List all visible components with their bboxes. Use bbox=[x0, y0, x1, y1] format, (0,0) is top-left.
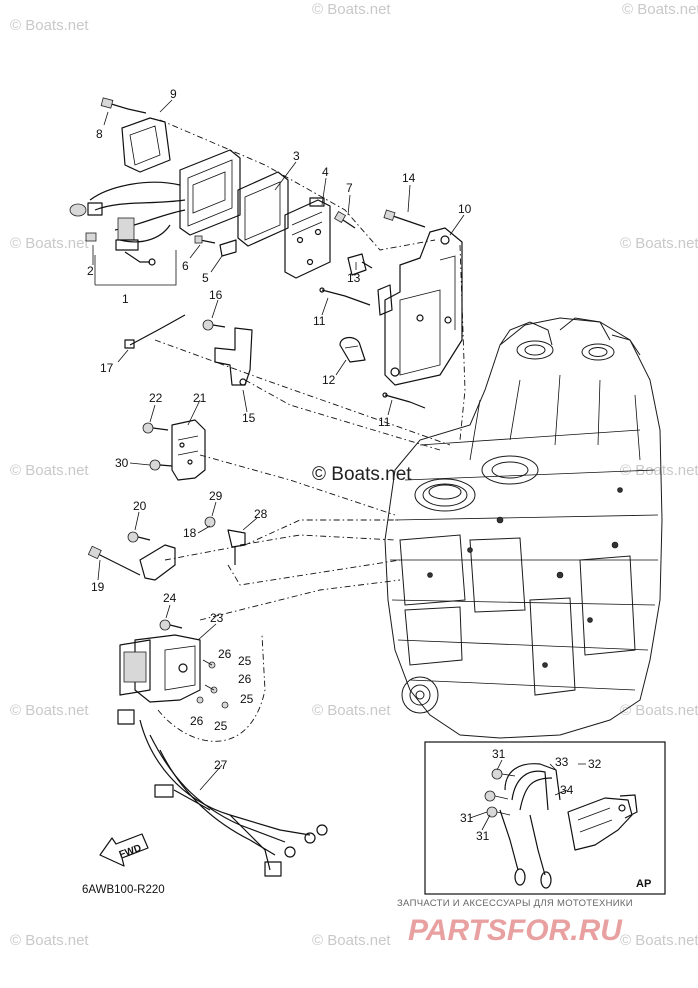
callout-number: 25 bbox=[214, 719, 228, 733]
callout-number: 8 bbox=[96, 127, 103, 141]
watermark: © Boats.net bbox=[10, 462, 89, 479]
watermark: © Boats.net bbox=[312, 1, 391, 18]
inset-label: AP bbox=[636, 878, 651, 890]
callout-number: 15 bbox=[242, 411, 256, 425]
callout-number: 26 bbox=[238, 672, 252, 686]
callout-number: 17 bbox=[100, 361, 114, 375]
callout-number: 30 bbox=[115, 456, 129, 470]
callout-number: 6 bbox=[182, 259, 189, 273]
watermark: © Boats.net bbox=[10, 17, 89, 34]
watermark: © Boats.net bbox=[10, 702, 89, 719]
watermark: © Boats.net bbox=[620, 462, 698, 479]
callout-number: 20 bbox=[133, 499, 147, 513]
inset-ap-panel: 31 33 32 34 31 31 AP bbox=[424, 741, 666, 895]
callout-number: 31 bbox=[492, 747, 506, 761]
watermark: © Boats.net bbox=[312, 702, 391, 719]
callout-number: 27 bbox=[214, 758, 228, 772]
brand-subtitle: ЗАПЧАСТИ И АКСЕССУАРЫ ДЛЯ МОТОТЕХНИКИ bbox=[397, 898, 633, 909]
callout-number: 29 bbox=[209, 489, 223, 503]
callout-number: 2 bbox=[87, 264, 94, 278]
callout-number: 16 bbox=[209, 288, 223, 302]
callout-number: 9 bbox=[170, 87, 177, 101]
callout-number: 13 bbox=[347, 271, 361, 285]
callout-number: 26 bbox=[190, 714, 204, 728]
callout-number: 11 bbox=[313, 314, 326, 328]
callout-number: 7 bbox=[346, 181, 353, 195]
callout-number: 21 bbox=[193, 391, 207, 405]
watermark-layer: © Boats.net © Boats.net © Boats.net © Bo… bbox=[10, 1, 698, 949]
watermark: © Boats.net bbox=[620, 235, 698, 252]
control-unit-assembly bbox=[69, 97, 463, 409]
callout-number: 31 bbox=[476, 829, 490, 843]
callout-number: 5 bbox=[202, 271, 209, 285]
callout-number: 26 bbox=[218, 647, 232, 661]
callout-number: 10 bbox=[458, 202, 472, 216]
callout-numbers: 9 8 3 4 7 14 10 1 2 6 5 13 11 16 17 12 1… bbox=[87, 87, 472, 772]
callout-number: 31 bbox=[460, 811, 474, 825]
fwd-label: FWD bbox=[118, 843, 143, 861]
callout-number: 28 bbox=[254, 507, 268, 521]
callout-number: 25 bbox=[238, 654, 252, 668]
engine-block bbox=[384, 317, 663, 739]
fwd-arrow-icon bbox=[99, 833, 149, 867]
callout-number: 24 bbox=[163, 591, 177, 605]
watermark: © Boats.net bbox=[622, 1, 698, 18]
callout-number: 1 bbox=[122, 292, 129, 306]
brand-logo: ЗАПЧАСТИ И АКСЕССУАРЫ ДЛЯ МОТОТЕХНИКИ PA… bbox=[397, 898, 633, 947]
callout-number: 32 bbox=[588, 757, 602, 771]
callout-number: 33 bbox=[555, 755, 569, 769]
callout-number: 19 bbox=[91, 580, 105, 594]
callout-number: 3 bbox=[293, 149, 300, 163]
diagram-reference: 6AWB100-R220 bbox=[82, 884, 165, 896]
center-watermark: © Boats.net bbox=[312, 464, 412, 485]
callout-number: 23 bbox=[210, 611, 224, 625]
callout-leaders bbox=[92, 99, 465, 791]
callout-number: 34 bbox=[560, 783, 574, 797]
callout-number: 18 bbox=[183, 526, 197, 540]
callout-number: 4 bbox=[322, 165, 329, 179]
watermark: © Boats.net bbox=[10, 932, 89, 949]
watermark: © Boats.net bbox=[10, 235, 89, 252]
watermark: © Boats.net bbox=[312, 932, 391, 949]
callout-number: 22 bbox=[149, 391, 163, 405]
callout-number: 25 bbox=[240, 692, 254, 706]
watermark: © Boats.net bbox=[620, 702, 698, 719]
brand-name: PARTSFOR.RU bbox=[408, 914, 623, 947]
callout-number: 11 bbox=[378, 415, 391, 429]
dashed-leaders bbox=[154, 119, 466, 742]
callout-number: 12 bbox=[322, 373, 336, 387]
watermark: © Boats.net bbox=[620, 932, 698, 949]
middle-parts: FWD bbox=[87, 419, 328, 877]
callout-number: 14 bbox=[402, 171, 416, 185]
